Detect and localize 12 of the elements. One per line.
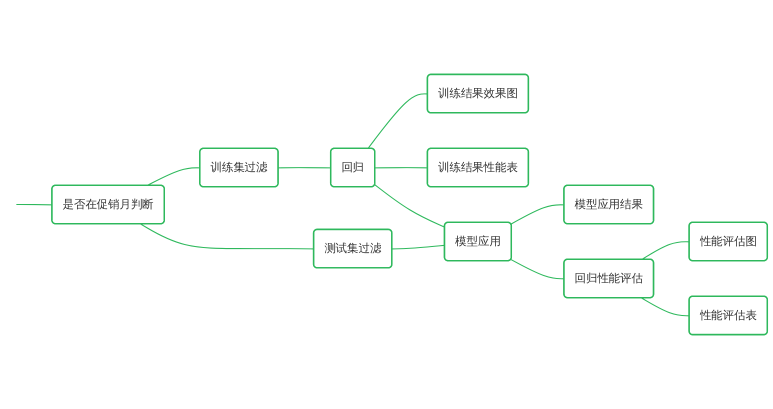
- connector: [392, 244, 445, 250]
- connector: [278, 167, 332, 168]
- connector: [140, 224, 314, 250]
- connector: [510, 259, 564, 280]
- connector: [375, 167, 428, 168]
- connector: [146, 167, 200, 186]
- connector: [510, 204, 564, 225]
- connector: [641, 241, 690, 260]
- connector: [16, 204, 52, 206]
- connector: [367, 93, 428, 149]
- connector: [374, 184, 446, 228]
- connector: [641, 298, 690, 316]
